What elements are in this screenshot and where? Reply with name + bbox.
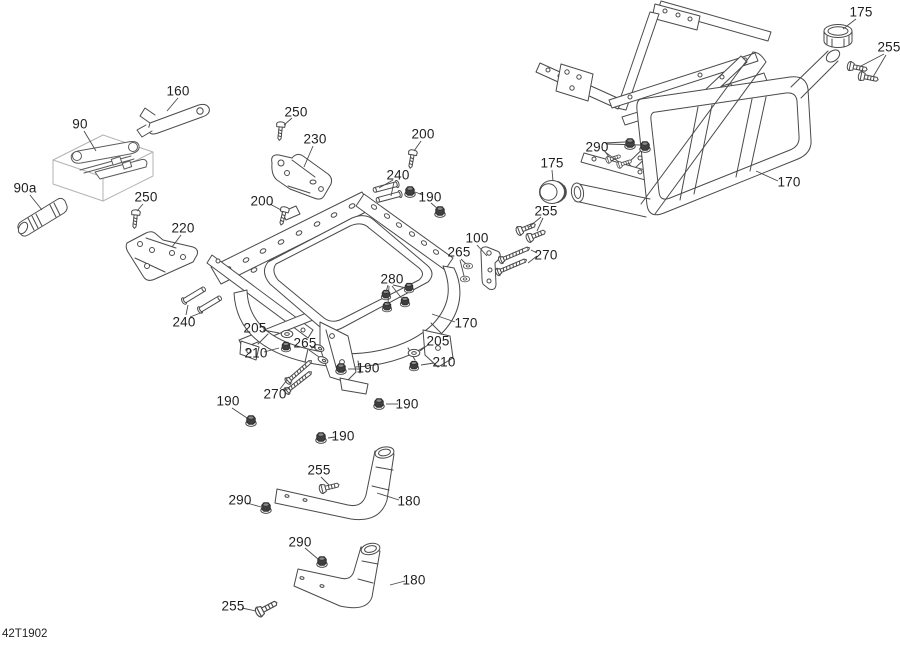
fastener-nut-190 — [434, 206, 446, 218]
fastener-nut-190 — [335, 363, 347, 375]
callout-190: 190 — [395, 396, 419, 412]
fastener-bolt-255 — [253, 597, 280, 619]
callout-190: 190 — [356, 360, 380, 376]
fastener-screw-250 — [129, 208, 141, 230]
callout-290: 290 — [585, 139, 609, 155]
fastener-nut-290 — [316, 556, 328, 568]
callout-280: 280 — [380, 271, 404, 287]
part-cap-front — [539, 180, 567, 204]
part-bumper-tube-lower — [293, 542, 381, 609]
callout-170: 170 — [454, 315, 478, 331]
part-bracket-small — [480, 246, 501, 290]
part-extension-tube — [17, 197, 68, 237]
part-tool-wrench — [136, 103, 210, 138]
callout-200: 200 — [250, 193, 274, 209]
callout-175: 175 — [540, 155, 564, 171]
part-tool-kit — [52, 134, 154, 202]
fastener-nut-190 — [373, 398, 385, 410]
part-bracket-top — [271, 153, 333, 200]
callout-210: 210 — [244, 345, 268, 361]
fastener-washer-265 — [459, 275, 471, 283]
callout-240: 240 — [172, 314, 196, 330]
callout-270: 270 — [263, 386, 287, 402]
callout-255: 255 — [534, 203, 558, 219]
callout-255: 255 — [877, 39, 900, 55]
callout-205: 205 — [243, 320, 267, 336]
fastener-bolt-255 — [317, 479, 341, 495]
fastener-pin-240 — [374, 189, 404, 205]
callout-265: 265 — [293, 335, 317, 351]
fastener-nut-210 — [280, 341, 292, 353]
fastener-screw-200 — [405, 148, 419, 170]
diagram-code: 42T1902 — [2, 628, 48, 640]
fastener-washer-205 — [280, 329, 294, 339]
fastener-bolt-255 — [846, 60, 869, 75]
fastener-nut-190 — [245, 415, 257, 427]
fastener-nut-290 — [260, 502, 272, 514]
callout-90a: 90a — [13, 180, 37, 196]
callout-100: 100 — [465, 230, 489, 246]
fastener-nut-290 — [624, 138, 636, 150]
fastener-nut-190 — [404, 186, 416, 198]
callout-90: 90 — [72, 116, 88, 132]
callout-230: 230 — [303, 131, 327, 147]
part-rack-frame-front — [206, 191, 461, 395]
part-bumper-tube-upper — [274, 446, 395, 521]
fastener-pin-240 — [196, 293, 224, 315]
callout-160: 160 — [166, 83, 190, 99]
callout-180: 180 — [397, 493, 421, 509]
callout-210: 210 — [432, 354, 456, 370]
fastener-nut-210 — [408, 360, 420, 372]
fastener-nut-290 — [639, 141, 651, 153]
part-rack-frame-rear — [535, 0, 841, 218]
callout-180: 180 — [402, 572, 426, 588]
callout-190: 190 — [418, 189, 442, 205]
callout-170: 170 — [777, 174, 801, 190]
callout-255: 255 — [307, 462, 331, 478]
fastener-nut-280 — [381, 301, 393, 313]
part-cap-rear — [823, 24, 853, 48]
fastener-pin-240 — [180, 284, 208, 306]
callout-240: 240 — [386, 167, 410, 183]
callout-190: 190 — [216, 393, 240, 409]
callout-250: 250 — [284, 104, 308, 120]
fastener-washer-265 — [462, 262, 474, 270]
leader-lines — [29, 18, 887, 612]
callout-200: 200 — [411, 126, 435, 142]
part-bracket-left — [125, 231, 198, 281]
callout-290: 290 — [228, 492, 252, 508]
callout-255: 255 — [221, 598, 245, 614]
callout-270: 270 — [534, 247, 558, 263]
callout-250: 250 — [134, 189, 158, 205]
callout-220: 220 — [171, 220, 195, 236]
fastener-screw-250 — [274, 120, 286, 142]
callout-290: 290 — [288, 534, 312, 550]
fastener-washer-205 — [407, 348, 421, 358]
callout-265: 265 — [447, 244, 471, 260]
callout-175: 175 — [849, 4, 873, 20]
fastener-nut-190 — [315, 432, 327, 444]
callout-205: 205 — [426, 333, 450, 349]
callout-190: 190 — [331, 428, 355, 444]
